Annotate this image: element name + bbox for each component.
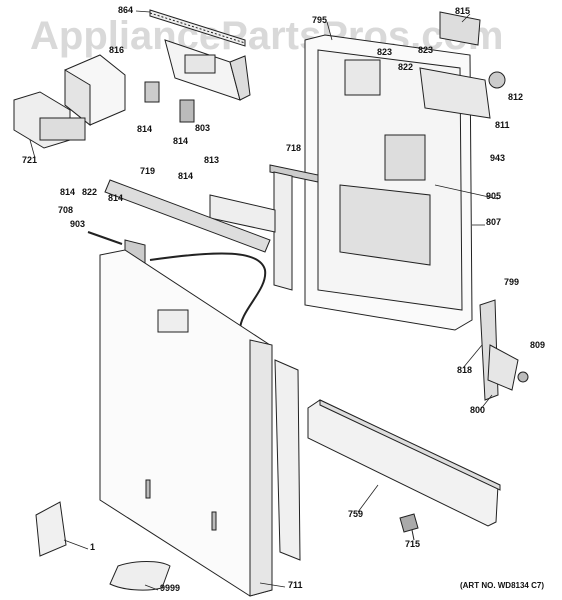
part-label-l822a: 822	[398, 62, 414, 72]
part-label-l822b: 822	[82, 187, 98, 197]
part-label-l903: 903	[70, 219, 86, 229]
part-label-l807: 807	[486, 217, 502, 227]
part-label-l759: 759	[348, 509, 364, 519]
part-label-l721: 721	[22, 155, 38, 165]
switch-parts	[144, 81, 195, 123]
part-label-l943: 943	[490, 153, 506, 163]
part-label-l799: 799	[504, 277, 520, 287]
part-label-l813: 813	[204, 155, 220, 165]
part-label-l1: 1	[90, 542, 96, 552]
part-label-l719: 719	[140, 166, 156, 176]
part-label-l708: 708	[58, 205, 74, 215]
part-label-l9999: 9999	[160, 583, 181, 593]
part-label-l823b: 823	[418, 45, 434, 55]
part-label-l823a: 823	[377, 47, 393, 57]
part-label-l715: 715	[405, 539, 421, 549]
manual-envelope	[35, 501, 67, 557]
part-label-l718: 718	[286, 143, 302, 153]
outer-door-panel	[99, 249, 273, 597]
part-label-l816: 816	[109, 45, 125, 55]
art-number: (ART NO. WD8134 C7)	[459, 581, 544, 590]
part-label-l814a: 814	[137, 124, 153, 134]
screw-part	[399, 513, 419, 541]
part-label-l814d: 814	[178, 171, 194, 181]
part-label-l803: 803	[195, 123, 211, 133]
kick-plate-part	[307, 399, 501, 527]
part-label-l812: 812	[508, 92, 524, 102]
vent-part	[269, 164, 319, 291]
part-label-l711: 711	[288, 580, 303, 590]
leader-lines	[29, 10, 499, 591]
plate-part	[209, 194, 276, 233]
control-box-part	[13, 54, 126, 149]
part-label-l795: 795	[312, 15, 328, 25]
part-label-l814c: 814	[60, 187, 76, 197]
part-label-l814b: 814	[173, 136, 189, 146]
inner-door-panel	[304, 34, 473, 331]
control-bracket-part	[164, 39, 251, 101]
part-label-l864: 864	[118, 5, 134, 15]
part-label-l814e: 814	[108, 193, 124, 203]
literature-pack	[109, 561, 171, 591]
part-label-l905: 905	[486, 191, 502, 201]
top-rail-part	[149, 9, 246, 47]
side-panel	[274, 359, 301, 561]
hinge-part	[479, 299, 529, 401]
part-label-l815: 815	[455, 6, 471, 16]
ribbon-cable	[149, 252, 267, 331]
part-label-l809: 809	[530, 340, 546, 350]
part-label-l811: 811	[495, 120, 510, 130]
part-label-l800: 800	[470, 405, 486, 415]
part-label-l818: 818	[457, 365, 473, 375]
